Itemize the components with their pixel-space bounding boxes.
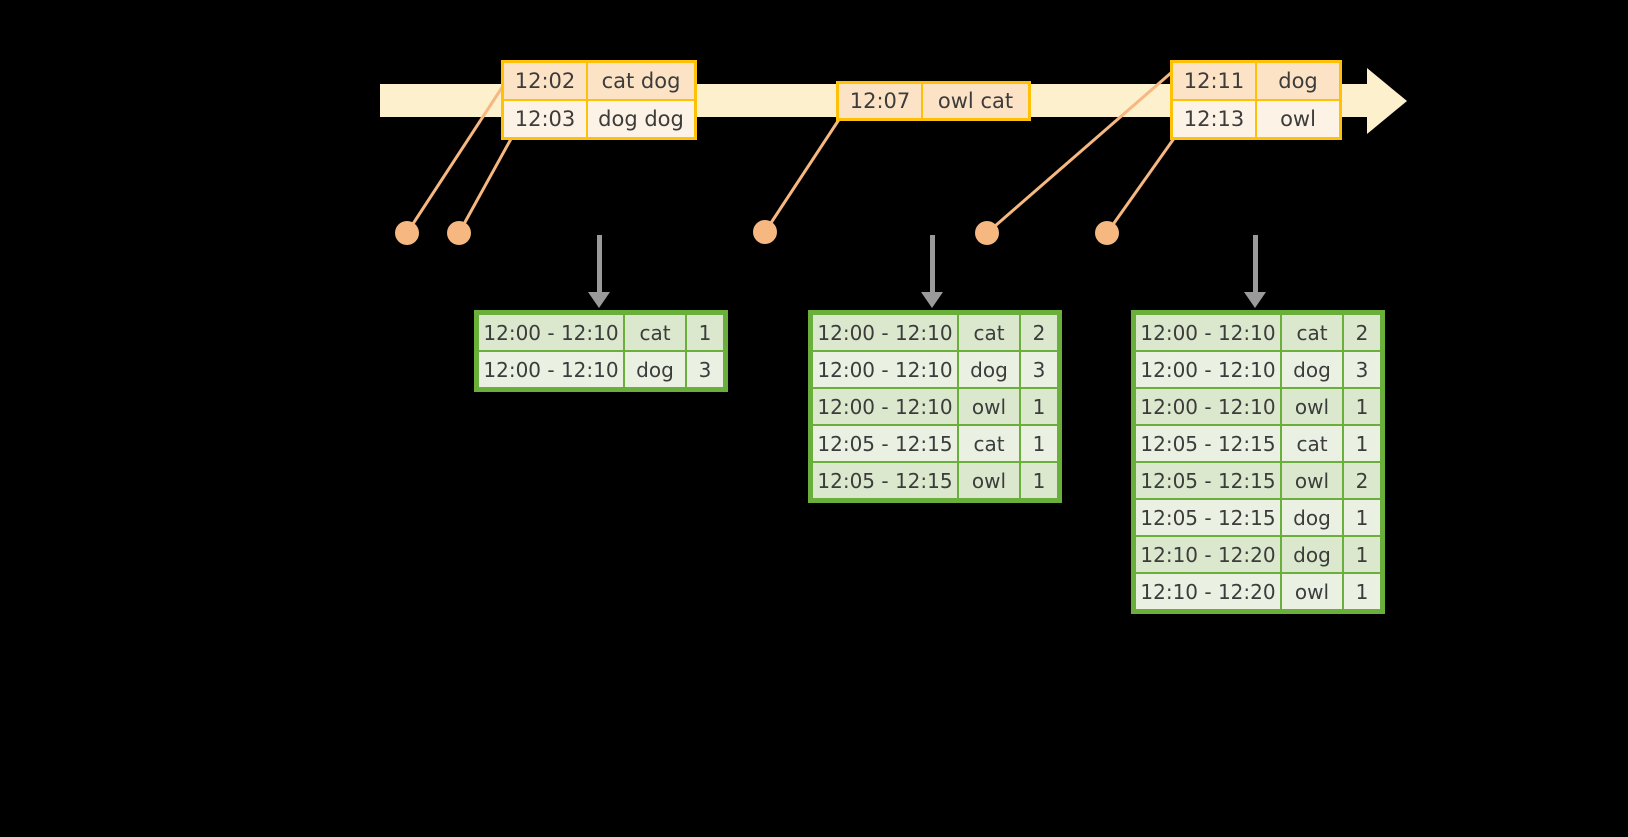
cell-word: owl bbox=[1281, 462, 1343, 499]
cell-win: 12:00 - 12:10 bbox=[812, 351, 958, 388]
event-row: 12:07 owl cat bbox=[839, 84, 1028, 118]
timeline-arrowhead-icon bbox=[1367, 68, 1407, 134]
cell-win: 12:05 - 12:15 bbox=[1135, 499, 1281, 536]
event-dot-1 bbox=[395, 221, 419, 245]
cell-win: 12:05 - 12:15 bbox=[812, 462, 958, 499]
cell-word: owl bbox=[1281, 573, 1343, 610]
event-box-2[interactable]: 12:07 owl cat bbox=[836, 81, 1031, 121]
event-box-3[interactable]: 12:11 dog 12:13 owl bbox=[1170, 60, 1342, 140]
cell-word: cat bbox=[1281, 425, 1343, 462]
cell-win: 12:00 - 12:10 bbox=[812, 314, 958, 351]
event-row: 12:03 dog dog bbox=[504, 99, 694, 137]
event-row: 12:11 dog bbox=[1173, 63, 1339, 99]
cell-cnt: 1 bbox=[1020, 388, 1058, 425]
event-dot-4 bbox=[975, 221, 999, 245]
cell-cnt: 1 bbox=[1020, 462, 1058, 499]
event-time: 12:03 bbox=[504, 101, 588, 137]
event-row: 12:13 owl bbox=[1173, 99, 1339, 137]
cell-cnt: 2 bbox=[1020, 314, 1058, 351]
event-words: dog bbox=[1257, 63, 1339, 99]
cell-word: owl bbox=[958, 388, 1020, 425]
dashed-arrow-head-3-icon bbox=[1244, 292, 1266, 308]
cell-word: cat bbox=[624, 314, 686, 351]
cell-cnt: 1 bbox=[1343, 536, 1381, 573]
dashed-arrow-line-3 bbox=[1253, 235, 1258, 293]
cell-cnt: 1 bbox=[686, 314, 724, 351]
cell-win: 12:05 - 12:15 bbox=[1135, 462, 1281, 499]
cell-cnt: 3 bbox=[686, 351, 724, 388]
cell-cnt: 1 bbox=[1343, 425, 1381, 462]
event-words: cat dog bbox=[588, 63, 694, 99]
event-box-1[interactable]: 12:02 cat dog 12:03 dog dog bbox=[501, 60, 697, 140]
cell-word: dog bbox=[958, 351, 1020, 388]
cell-word: dog bbox=[624, 351, 686, 388]
event-words: dog dog bbox=[588, 101, 694, 137]
event-dot-2 bbox=[447, 221, 471, 245]
cell-win: 12:05 - 12:15 bbox=[812, 425, 958, 462]
cell-cnt: 3 bbox=[1020, 351, 1058, 388]
cell-word: owl bbox=[958, 462, 1020, 499]
cell-word: dog bbox=[1281, 536, 1343, 573]
dashed-arrow-line-1 bbox=[597, 235, 602, 293]
cell-win: 12:05 - 12:15 bbox=[1135, 425, 1281, 462]
cell-word: dog bbox=[1281, 499, 1343, 536]
cell-win: 12:00 - 12:10 bbox=[1135, 351, 1281, 388]
cell-win: 12:10 - 12:20 bbox=[1135, 573, 1281, 610]
event-time: 12:11 bbox=[1173, 63, 1257, 99]
cell-win: 12:00 - 12:10 bbox=[1135, 314, 1281, 351]
cell-word: cat bbox=[1281, 314, 1343, 351]
cell-word: owl bbox=[1281, 388, 1343, 425]
cell-cnt: 1 bbox=[1020, 425, 1058, 462]
cell-win: 12:00 - 12:10 bbox=[1135, 388, 1281, 425]
dashed-arrow-line-2 bbox=[930, 235, 935, 293]
cell-cnt: 1 bbox=[1343, 388, 1381, 425]
cell-word: dog bbox=[1281, 351, 1343, 388]
cell-cnt: 1 bbox=[1343, 573, 1381, 610]
event-row: 12:02 cat dog bbox=[504, 63, 694, 99]
cell-win: 12:10 - 12:20 bbox=[1135, 536, 1281, 573]
cell-win: 12:00 - 12:10 bbox=[478, 314, 624, 351]
cell-cnt: 2 bbox=[1343, 462, 1381, 499]
event-time: 12:13 bbox=[1173, 101, 1257, 137]
event-dot-3 bbox=[753, 220, 777, 244]
cell-cnt: 1 bbox=[1343, 499, 1381, 536]
cell-win: 12:00 - 12:10 bbox=[812, 388, 958, 425]
cell-cnt: 3 bbox=[1343, 351, 1381, 388]
cell-win: 12:00 - 12:10 bbox=[478, 351, 624, 388]
dashed-arrow-head-2-icon bbox=[921, 292, 943, 308]
cell-cnt: 2 bbox=[1343, 314, 1381, 351]
cell-word: cat bbox=[958, 314, 1020, 351]
event-dot-5 bbox=[1095, 221, 1119, 245]
event-words: owl bbox=[1257, 101, 1339, 137]
event-time: 12:07 bbox=[839, 84, 923, 118]
dashed-arrow-head-1-icon bbox=[588, 292, 610, 308]
event-time: 12:02 bbox=[504, 63, 588, 99]
event-words: owl cat bbox=[923, 84, 1028, 118]
cell-word: cat bbox=[958, 425, 1020, 462]
